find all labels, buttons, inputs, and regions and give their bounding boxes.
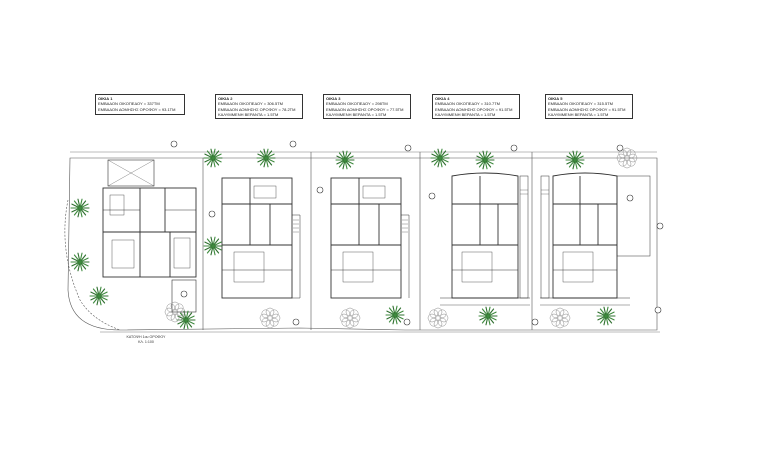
house-1-plot-area: ΕΜΒΑΔΟΝ ΟΙΚΟΠΕΔΟΥ = 337ΤΜ [98, 101, 160, 107]
house-3-floor-area: ΕΜΒΑΔΟΝ ΔΟΜΗΣΗΣ ΟΡΟΦΟΥ = 77.5ΤΜ [326, 106, 404, 112]
drawing-caption-title: ΚΑΤΟΨΗ 1ου ΟΡΟΦΟΥ [126, 335, 166, 339]
house-3-area-label: ΟΙΚΙΑ 3 ΕΜΒΑΔΟΝ ΟΙΚΟΠΕΔΟΥ = 298ΤΜ ΕΜΒΑΔΟ… [323, 94, 411, 119]
section-markers [170, 140, 664, 326]
house-4-title: ΟΙΚΙΑ 4 [435, 96, 450, 101]
tree-symbols [70, 148, 616, 330]
tree-icon [203, 236, 223, 256]
house-3-title: ΟΙΚΙΑ 3 [326, 96, 341, 101]
house-1-title: ΟΙΚΙΑ 1 [98, 96, 113, 101]
stair-hatches [293, 189, 549, 233]
shrub-icon [339, 307, 361, 329]
tree-icon [256, 148, 276, 168]
house-3-veranda-area: ΚΑΛΥΜΜΕΝΗ ΒΕΡΑΝΤΑ = 1.5ΤΜ [326, 112, 387, 118]
house-2-veranda-area: ΚΑΛΥΜΜΕΝΗ ΒΕΡΑΝΤΑ = 1.5ΤΜ [218, 112, 279, 118]
shrub-icon [427, 307, 449, 329]
house-5-veranda-area: ΚΑΛΥΜΜΕΝΗ ΒΕΡΑΝΤΑ = 1.5ΤΜ [548, 112, 609, 118]
tree-icon [565, 150, 585, 170]
house-1-floor-area: ΕΜΒΑΔΟΝ ΔΟΜΗΣΗΣ ΟΡΟΦΟΥ = 93.1ΤΜ [98, 106, 176, 112]
house-1-plan [102, 159, 197, 313]
house-2-area-label: ΟΙΚΙΑ 2 ΕΜΒΑΔΟΝ ΟΙΚΟΠΕΔΟΥ = 306.5ΤΜ ΕΜΒΑ… [215, 94, 303, 119]
shrub-icon [164, 301, 186, 323]
shrub-icon [616, 147, 638, 169]
house-2-plot-area: ΕΜΒΑΔΟΝ ΟΙΚΟΠΕΔΟΥ = 306.5ΤΜ [218, 101, 283, 107]
house-5-floor-area: ΕΜΒΑΔΟΝ ΔΟΜΗΣΗΣ ΟΡΟΦΟΥ = 91.5ΤΜ [548, 106, 626, 112]
shrub-symbols [164, 147, 638, 329]
tree-icon [475, 150, 495, 170]
tree-icon [335, 150, 355, 170]
house-4-plot-area: ΕΜΒΑΔΟΝ ΟΙΚΟΠΕΔΟΥ = 310.7ΤΜ [435, 101, 500, 107]
house-2-title: ΟΙΚΙΑ 2 [218, 96, 233, 101]
site-outline [64, 151, 660, 333]
tree-icon [203, 148, 223, 168]
house-4-floor-area: ΕΜΒΑΔΟΝ ΔΟΜΗΣΗΣ ΟΡΟΦΟΥ = 91.5ΤΜ [435, 106, 513, 112]
house-2-plan [221, 177, 301, 299]
tree-icon [70, 198, 90, 218]
house-5-area-label: ΟΙΚΙΑ 5 ΕΜΒΑΔΟΝ ΟΙΚΟΠΕΔΟΥ = 315.5ΤΜ ΕΜΒΑ… [545, 94, 633, 119]
house-4-veranda-area: ΚΑΛΥΜΜΕΝΗ ΒΕΡΑΝΤΑ = 1.5ΤΜ [435, 112, 496, 118]
tree-icon [70, 252, 90, 272]
drawing-caption: ΚΑΤΟΨΗ 1ου ΟΡΟΦΟΥ ΚΛ. 1:100 [126, 335, 166, 344]
tree-icon [430, 148, 450, 168]
house-3-plot-area: ΕΜΒΑΔΟΝ ΟΙΚΟΠΕΔΟΥ = 298ΤΜ [326, 101, 388, 107]
house-5-plan [540, 172, 651, 306]
house-5-title: ΟΙΚΙΑ 5 [548, 96, 563, 101]
tree-icon [478, 306, 498, 326]
house-4-area-label: ΟΙΚΙΑ 4 ΕΜΒΑΔΟΝ ΟΙΚΟΠΕΔΟΥ = 310.7ΤΜ ΕΜΒΑ… [432, 94, 520, 119]
drawing-caption-scale: ΚΛ. 1:100 [138, 339, 154, 344]
house-2-floor-area: ΕΜΒΑΔΟΝ ΔΟΜΗΣΗΣ ΟΡΟΦΟΥ = 78.2ΤΜ [218, 106, 296, 112]
shrub-icon [549, 307, 571, 329]
house-3-plan [330, 177, 410, 299]
house-1-area-label: ΟΙΚΙΑ 1 ΕΜΒΑΔΟΝ ΟΙΚΟΠΕΔΟΥ = 337ΤΜ ΕΜΒΑΔΟ… [95, 94, 185, 115]
tree-icon [89, 286, 109, 306]
house-4-plan [440, 172, 530, 306]
tree-icon [596, 306, 616, 326]
shrub-icon [259, 307, 281, 329]
house-5-plot-area: ΕΜΒΑΔΟΝ ΟΙΚΟΠΕΔΟΥ = 315.5ΤΜ [548, 101, 613, 107]
tree-icon [385, 305, 405, 325]
